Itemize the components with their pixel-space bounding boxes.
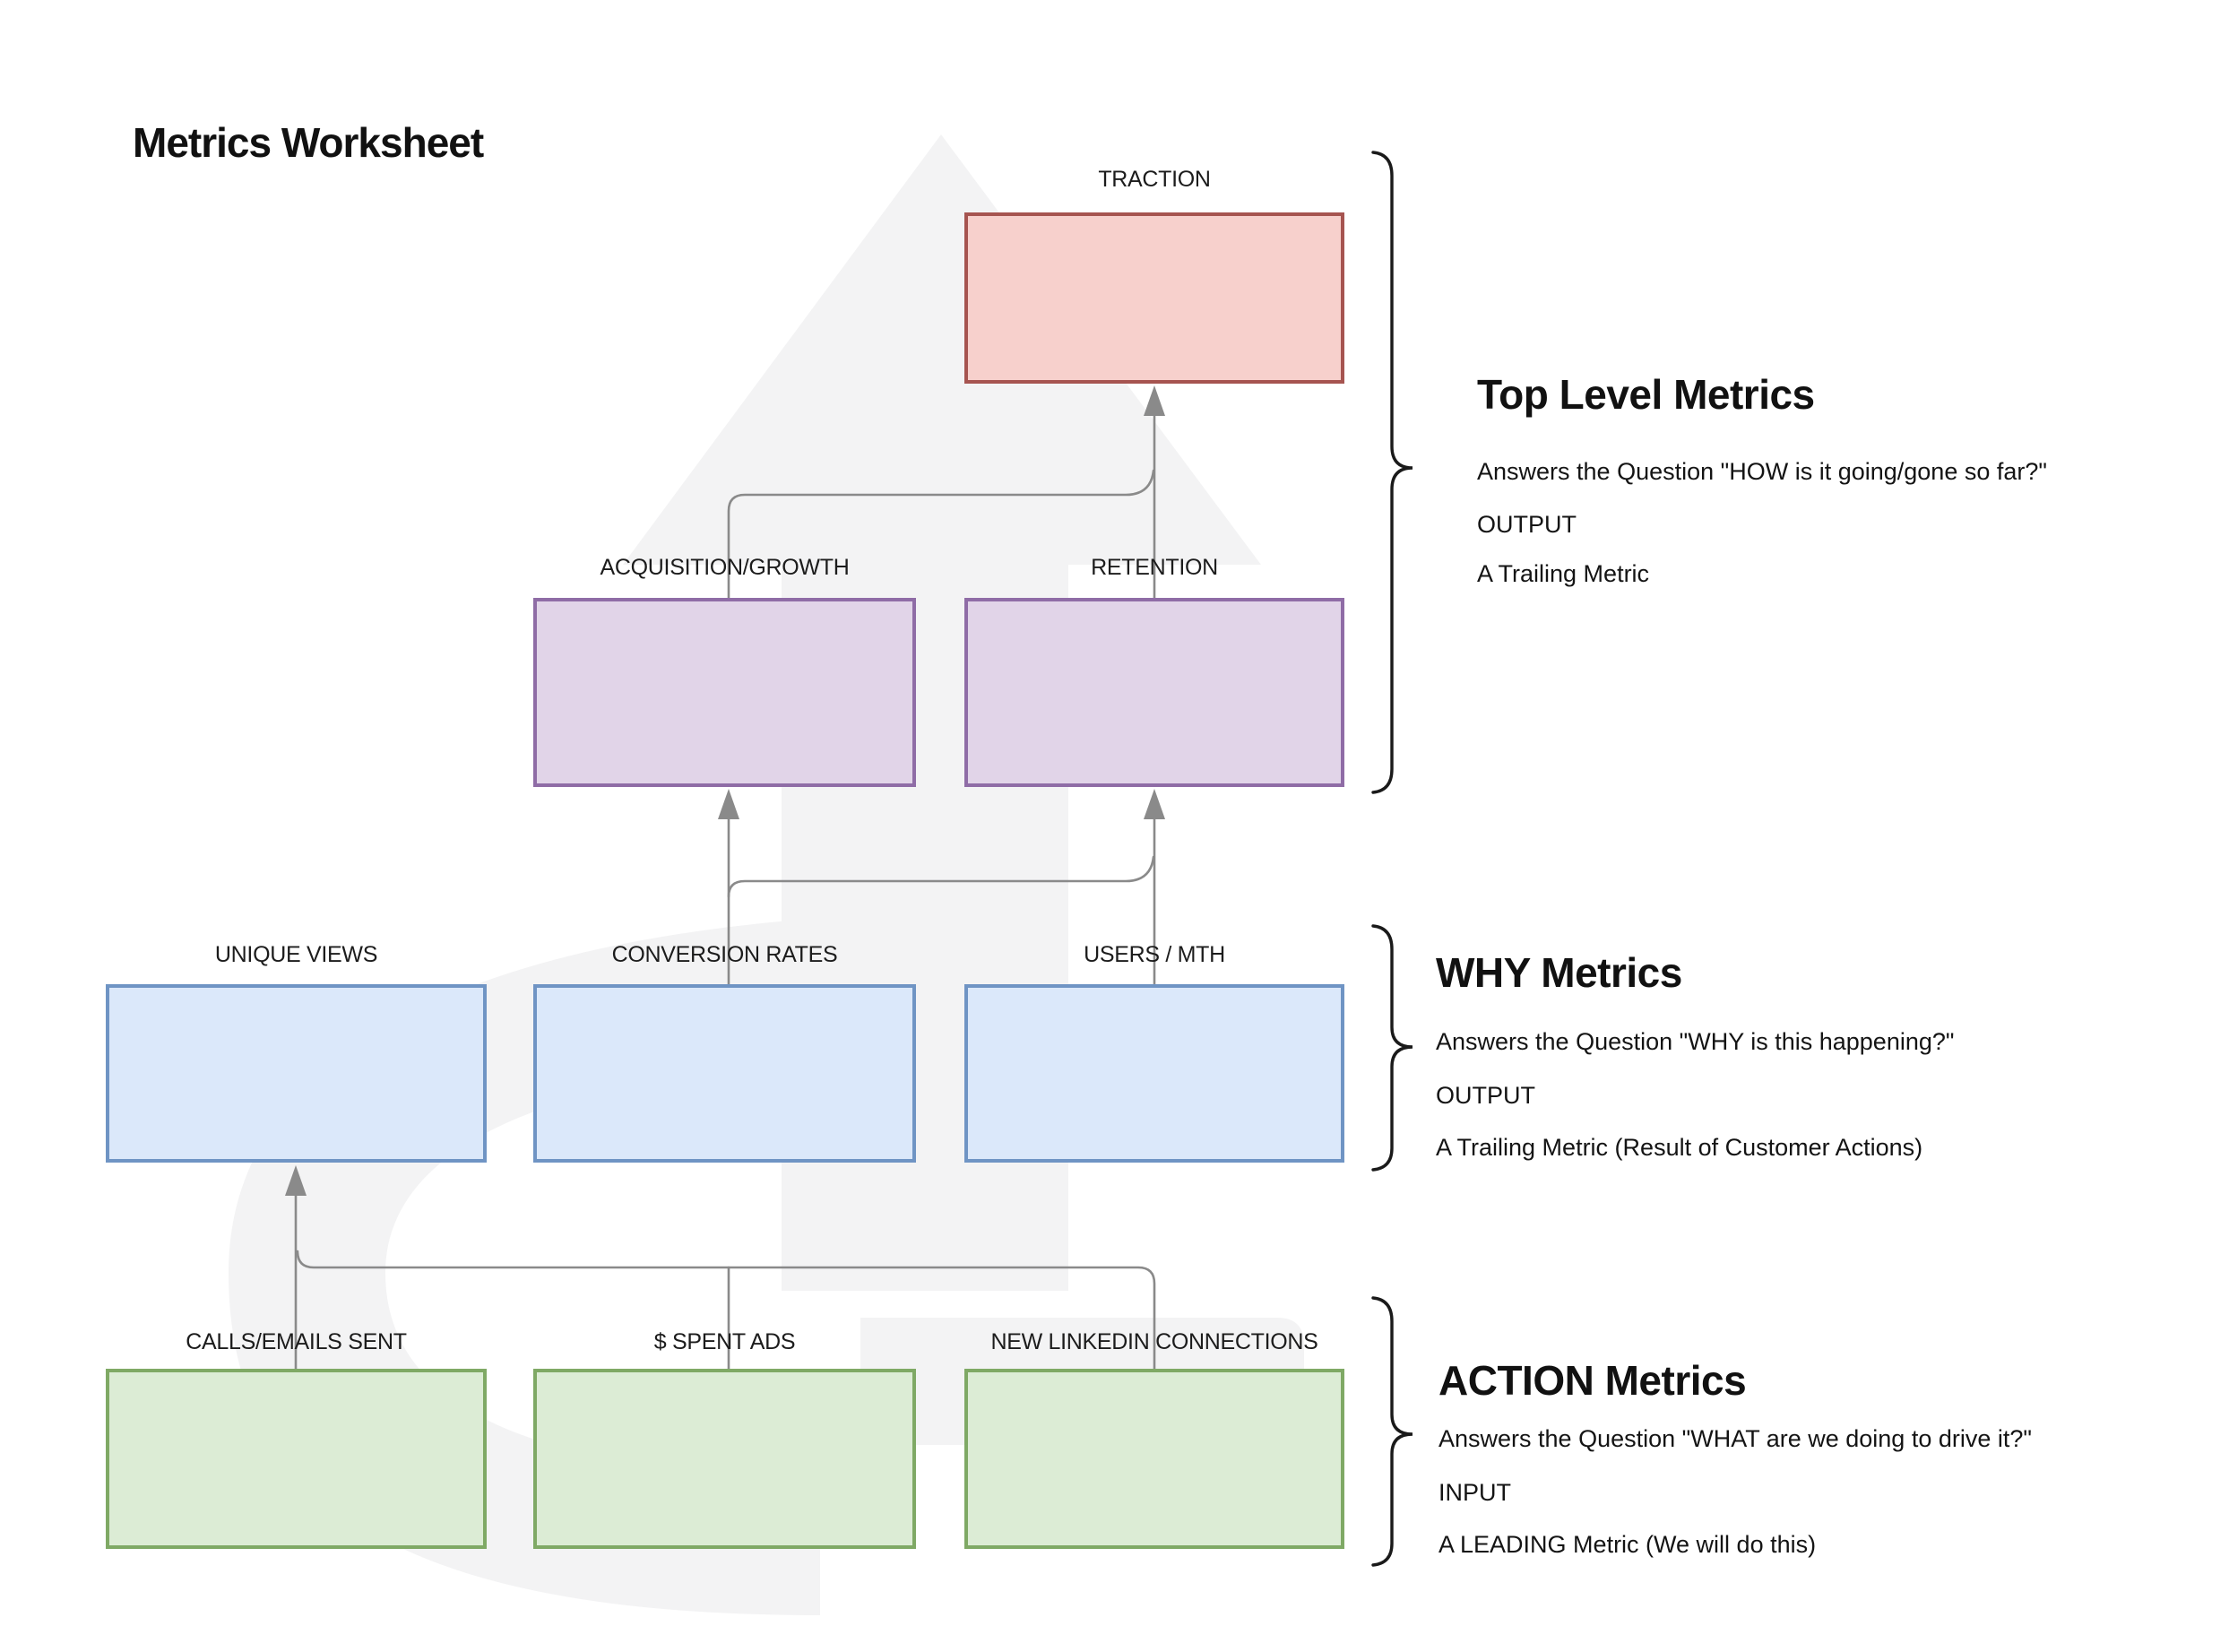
box-spent-ads (533, 1369, 916, 1549)
section-why-line-2: OUTPUT (1436, 1082, 1535, 1109)
label-users-mth: USERS / MTH (1084, 942, 1225, 967)
arrowhead-into-uniqueviews (285, 1165, 307, 1196)
box-unique-views (106, 984, 487, 1163)
section-top-level-line-3: A Trailing Metric (1477, 560, 1650, 587)
box-calls-emails (106, 1369, 487, 1549)
arrowhead-into-acquisition (718, 789, 739, 819)
label-calls-emails: CALLS/EMAILS SENT (186, 1329, 407, 1354)
label-traction: TRACTION (1098, 167, 1211, 192)
label-unique-views: UNIQUE VIEWS (214, 942, 378, 967)
section-action-line-2: INPUT (1438, 1479, 1511, 1506)
section-why-heading: WHY Metrics (1436, 949, 1682, 996)
brace-why-metrics (1371, 924, 1413, 1172)
brace-action-metrics (1371, 1296, 1413, 1567)
section-action-heading: ACTION Metrics (1438, 1357, 1747, 1404)
section-top-level-metrics: Top Level Metrics Answers the Question "… (1477, 371, 2229, 604)
brace-top-level-metrics (1371, 151, 1413, 794)
section-action-line-1: Answers the Question "WHAT are we doing … (1438, 1425, 2032, 1452)
page-title: Metrics Worksheet (133, 119, 484, 166)
box-users-mth (964, 984, 1344, 1163)
section-why-line-3: A Trailing Metric (Result of Customer Ac… (1436, 1134, 1923, 1161)
label-conversion-rates: CONVERSION RATES (611, 942, 838, 967)
section-action-line-3: A LEADING Metric (We will do this) (1438, 1531, 1817, 1558)
section-top-level-line-2: OUTPUT (1477, 511, 1577, 538)
watermark-arrow-head (623, 134, 1261, 565)
arrowhead-into-traction (1144, 385, 1165, 416)
box-traction (964, 212, 1344, 384)
section-action-metrics: ACTION Metrics Answers the Question "WHA… (1438, 1357, 2227, 1590)
connectors-group (285, 385, 1165, 1371)
connector-acquisition-to-traction-branch (727, 469, 1155, 600)
arrowhead-into-retention (1144, 789, 1165, 819)
section-why-line-1: Answers the Question "WHY is this happen… (1436, 1028, 1955, 1055)
label-acquisition: ACQUISITION/GROWTH (600, 555, 850, 580)
box-linkedin (964, 1369, 1344, 1549)
section-top-level-line-1: Answers the Question "HOW is it going/go… (1477, 458, 2047, 485)
label-spent-ads: $ SPENT ADS (653, 1329, 796, 1354)
section-why-metrics: WHY Metrics Answers the Question "WHY is… (1436, 949, 2225, 1182)
label-retention: RETENTION (1091, 555, 1218, 580)
section-top-level-heading: Top Level Metrics (1477, 371, 1815, 418)
label-linkedin: NEW LINKEDIN CONNECTIONS (990, 1329, 1318, 1354)
braces-group (1371, 151, 1413, 1567)
connector-linkedin-branch (296, 1250, 1156, 1371)
box-retention (964, 598, 1344, 787)
box-acquisition (533, 598, 916, 787)
connector-conversion-to-retention-branch (727, 855, 1155, 898)
box-conversion-rates (533, 984, 916, 1163)
